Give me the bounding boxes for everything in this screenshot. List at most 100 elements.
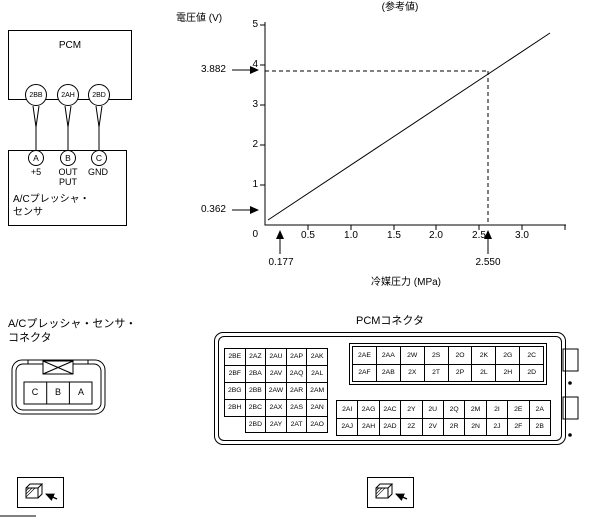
pin-cell: 2BB <box>244 381 267 400</box>
pin-cell: 2M <box>464 400 487 419</box>
pin-cell: 2C <box>519 346 545 365</box>
pin-cell: 2AE <box>352 346 377 365</box>
callout-pressure-high: 2.550 <box>475 257 501 268</box>
pin-cell: 2W <box>399 346 425 365</box>
pin-cell: 2AG <box>357 400 380 419</box>
y-tick-2: 2 <box>252 139 258 150</box>
pin-cell: 2Q <box>442 400 466 419</box>
pin-cell: 2AN <box>306 398 328 417</box>
sensor-pin-c-label: GND <box>88 167 108 177</box>
pin-cell: 2AV <box>265 364 287 383</box>
pin-cell: 2B <box>528 417 551 436</box>
pin-cell: 2N <box>464 417 487 436</box>
reference-dashed-lines <box>265 70 489 225</box>
sensor-connector-pin-a: A <box>77 387 84 397</box>
y-tick-3: 3 <box>252 99 258 110</box>
pin-cell: 2AA <box>375 346 401 365</box>
y-tick-1: 1 <box>252 179 258 190</box>
chart-title: (参考値) <box>381 2 419 13</box>
chart-series-line <box>267 32 551 221</box>
pin-cell: 2AM <box>306 381 328 400</box>
x-tick-0-5: 0.5 <box>301 230 315 241</box>
pin-cell: 2I <box>485 400 509 419</box>
pin-cell: 2A <box>528 400 551 419</box>
sensor-connector-pin-b: B <box>54 387 61 397</box>
harness-view-icon <box>18 478 64 508</box>
pin-cell: 2BG <box>224 381 246 400</box>
callout-pressure-low: 0.177 <box>268 257 294 268</box>
harness-view-icon <box>368 478 414 508</box>
pin-cell: 2BC <box>244 398 267 417</box>
pin-cell: 2AQ <box>285 364 308 383</box>
x-tick-3-0: 3.0 <box>515 230 529 241</box>
pcm-pin-2ah: 2AH <box>57 84 79 106</box>
pin-cell: 2BD <box>244 415 267 434</box>
pin-cell: 2L <box>471 363 497 382</box>
pin-cell: 2P <box>447 363 473 382</box>
harness-wires <box>32 105 103 152</box>
callout-voltage-low: 0.362 <box>200 204 226 215</box>
pin-cell: 2AH <box>357 417 380 436</box>
pin-cell: 2AC <box>378 400 402 419</box>
pin-cell: 2T <box>423 363 449 382</box>
pin-cell: 2F <box>507 417 530 436</box>
x-axis-ticks <box>307 225 566 230</box>
pin-cell: 2AU <box>265 348 287 366</box>
pin-cell: 2AS <box>285 398 308 417</box>
pin-cell: 2BA <box>244 364 267 383</box>
sensor-pin-b: B <box>60 150 76 166</box>
pin-cell: 2D <box>519 363 545 382</box>
callout-voltage-high: 3.882 <box>200 64 226 75</box>
chart-axes <box>264 22 566 226</box>
pcm-connector-tabs <box>562 348 579 437</box>
sensor-connector-pin-c: C <box>31 387 39 397</box>
pin-cell: 2Y <box>400 400 423 419</box>
pin-cell: 2BF <box>224 364 246 383</box>
pin-cell: 2AY <box>265 415 287 434</box>
pcm-pin-2bb: 2BB <box>25 84 47 106</box>
pin-cell: 2AL <box>306 364 328 383</box>
origin-tick: 0 <box>252 229 258 240</box>
pin-cell: 2Z <box>400 417 423 436</box>
pin-cell: 2AJ <box>335 417 359 436</box>
x-tick-1-0: 1.0 <box>344 230 358 241</box>
pin-cell: 2AB <box>375 363 401 382</box>
chart-x-axis-label: 冷媒圧力 (MPa) <box>371 277 441 288</box>
pcm-connector-outline <box>214 332 566 445</box>
chart-y-axis-label: 電圧値 (V) <box>176 13 223 24</box>
pin-cell: 2AD <box>378 417 402 436</box>
sensor-connector-title: A/Cプレッシャ・センサ・ コネクタ <box>8 318 137 344</box>
sensor-box-label: A/Cプレッシャ・ センサ <box>13 194 90 218</box>
pin-cell: 2R <box>442 417 466 436</box>
pcm-box-label: PCM <box>58 40 82 51</box>
pin-cell: 2U <box>421 400 444 419</box>
sensor-pin-c: C <box>91 150 107 166</box>
pin-cell: 2AP <box>285 348 308 366</box>
pin-cell: 2BE <box>224 348 246 366</box>
sensor-pin-a-label: +5 <box>30 167 42 177</box>
sensor-pin-b-label: OUT PUT <box>58 167 78 187</box>
x-tick-2-0: 2.0 <box>429 230 443 241</box>
pcm-connector-title: PCMコネクタ <box>355 315 424 327</box>
pin-cell: 2AF <box>352 363 377 382</box>
pin-cell-empty <box>225 416 246 433</box>
pin-cell: 2AZ <box>244 348 267 366</box>
pin-cell: 2AO <box>306 415 328 434</box>
pcm-pin-2bd: 2BD <box>88 84 110 106</box>
y-tick-5: 5 <box>252 19 258 30</box>
pin-cell: 2J <box>485 417 509 436</box>
pin-cell: 2K <box>471 346 497 365</box>
sensor-connector-drawing <box>11 359 106 415</box>
y-axis-ticks <box>260 24 265 186</box>
